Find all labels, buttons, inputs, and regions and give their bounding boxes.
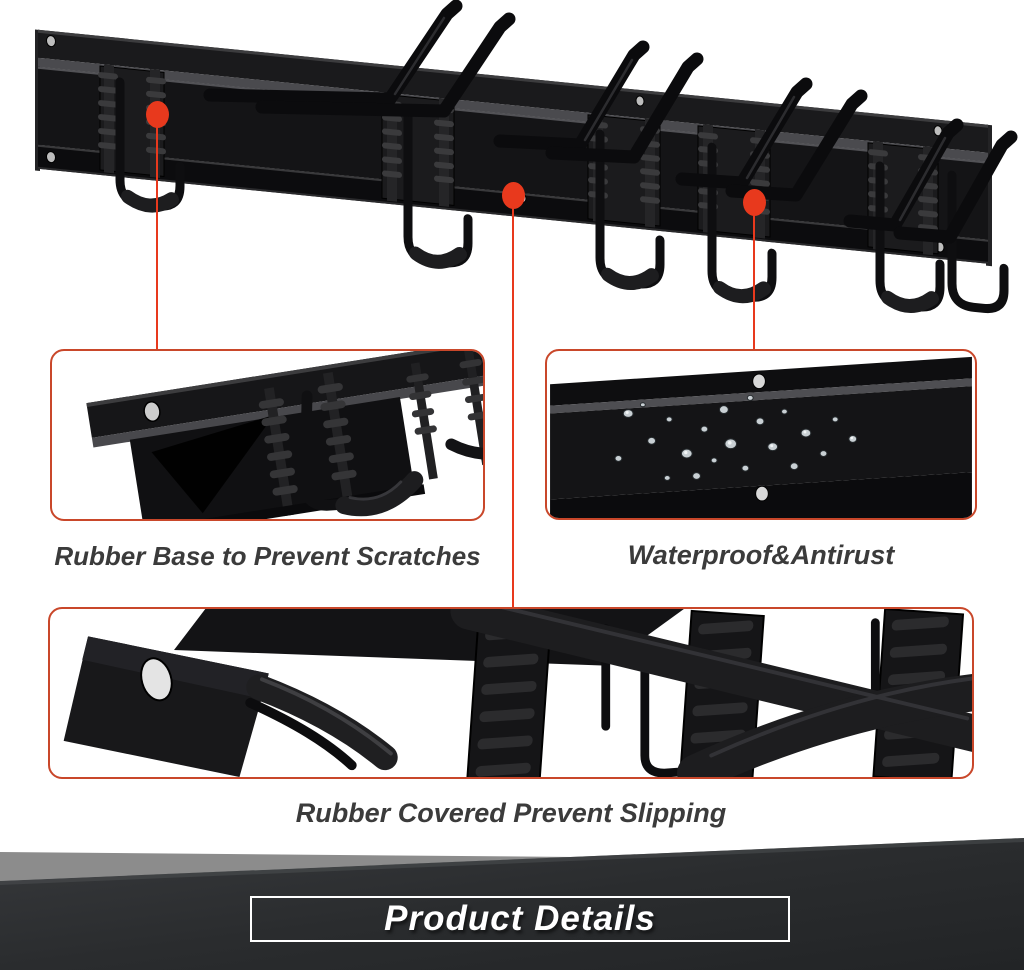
rack-j-hook-rubber [121, 189, 939, 314]
leader-line-rubber-covered [512, 195, 514, 607]
caption-waterproof: Waterproof&Antirust [627, 540, 895, 570]
rubber-tip [335, 471, 424, 517]
leader-line-rubber-base [156, 114, 158, 349]
product-details-title-box: Product Details [250, 896, 790, 942]
product-details-title: Product Details [384, 899, 656, 938]
callout-box-rubber-covered [48, 607, 974, 779]
callout-dot-icon [146, 101, 169, 128]
tool-rack-illustration [35, 0, 1018, 314]
rubber-covered-closeup [63, 609, 972, 777]
banner-background [0, 838, 1024, 970]
screw-hole-icon [140, 657, 173, 702]
caption-rubber-covered: Rubber Covered Prevent Slipping [295, 798, 727, 828]
rubber-base-closeup [86, 351, 483, 519]
screw-hole-icon [143, 401, 161, 422]
rack-prong-highlights [393, 16, 947, 222]
callout-dot-icon [502, 182, 525, 209]
screw-hole-icon [752, 373, 766, 390]
callout-box-waterproof [545, 349, 977, 520]
product-details-banner [0, 838, 1024, 970]
caption-rubber-base: Rubber Base to Prevent Scratches [54, 541, 481, 571]
screw-hole-icon [755, 485, 769, 502]
callout-dot-icon [743, 189, 766, 216]
waterproof-closeup [550, 356, 972, 518]
banner-gray-wedge [0, 852, 575, 881]
water-droplets-icon [614, 394, 858, 481]
rubber-covered-bars [450, 609, 972, 777]
leader-line-waterproof [753, 202, 755, 349]
callout-box-rubber-base [50, 349, 485, 521]
rack-rail [35, 29, 1009, 314]
